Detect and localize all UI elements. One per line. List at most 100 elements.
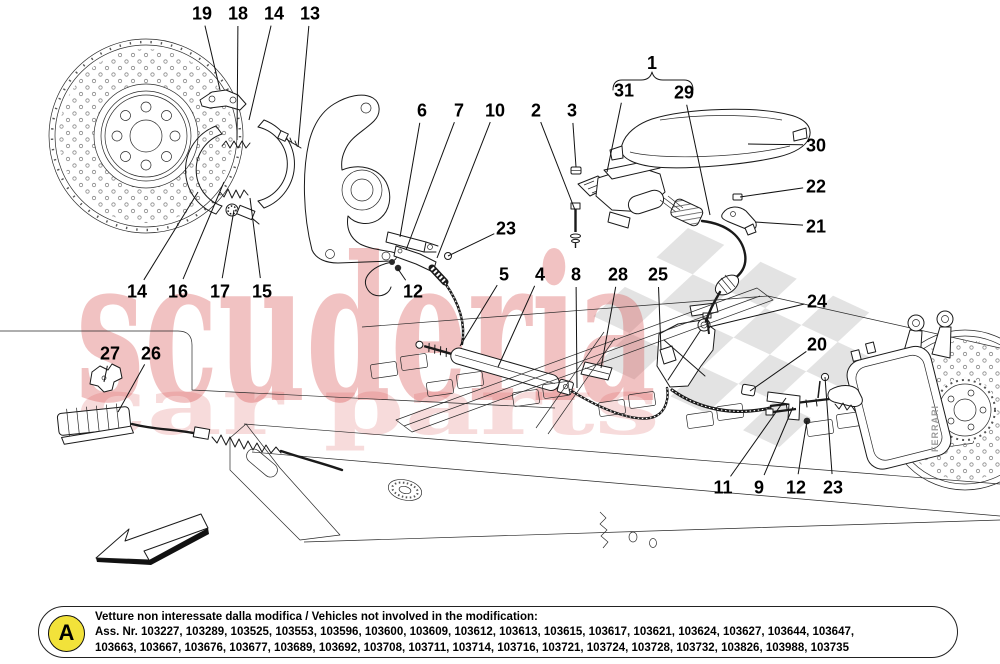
leader-line (399, 122, 421, 238)
rear-brake-assembly: FERRARI (765, 310, 1000, 491)
leader-line (249, 197, 261, 279)
leader-line (103, 365, 108, 383)
callout-4: 4 (535, 265, 545, 285)
flag-cell (656, 228, 725, 275)
bolt-2 (570, 202, 581, 248)
equalizer-bar (415, 340, 574, 396)
chassis-frame (229, 287, 1000, 549)
callout-24: 24 (807, 292, 827, 312)
leader-line (248, 25, 272, 121)
callout-18: 18 (228, 4, 248, 24)
callout-5: 5 (499, 265, 509, 285)
watermark-word-2: car parts (76, 359, 660, 453)
caliper-lever-hardware (765, 372, 863, 425)
leader-line (763, 406, 794, 476)
watermark: scuderia car parts (76, 213, 660, 453)
callout-14: 14 (264, 4, 284, 24)
cable-clamp-20 (741, 383, 756, 397)
leader-line (600, 286, 617, 369)
note-marker-a: A (48, 615, 85, 652)
callout-16: 16 (168, 282, 188, 302)
handbrake-cover (609, 108, 811, 169)
leader-line (204, 25, 221, 91)
leader-line (182, 181, 225, 280)
banjo-hose (365, 261, 393, 297)
callout-14: 14 (127, 282, 147, 302)
leader-line (540, 121, 576, 211)
bolt-13 (277, 130, 302, 149)
flag-cell (728, 261, 797, 309)
leader-line (397, 268, 407, 281)
callout-11: 11 (713, 478, 732, 498)
callout-1: 1 (647, 53, 657, 73)
leader-line (754, 221, 804, 226)
shoe-lever (199, 89, 247, 111)
callout-15: 15 (252, 282, 272, 302)
leader-line (797, 420, 808, 475)
callout-23: 23 (496, 219, 516, 239)
leader-line (747, 143, 804, 146)
callout-19: 19 (192, 4, 212, 24)
leader-line (447, 233, 495, 257)
callout-31: 31 (614, 81, 634, 101)
left-cable-assembly (365, 245, 465, 346)
wheel-knuckle (303, 94, 439, 264)
callout-2: 2 (531, 101, 541, 121)
caliper-brand-text: FERRARI (930, 405, 940, 452)
leader-line (297, 25, 310, 148)
leader-line (221, 209, 235, 279)
inset-border (0, 330, 556, 409)
watermark-word-1: scuderia (76, 213, 656, 448)
callout-25: 25 (648, 265, 668, 285)
callout-26: 26 (141, 344, 161, 364)
leader-line (658, 286, 662, 351)
callout-9: 9 (754, 478, 764, 498)
leader-line (749, 351, 807, 392)
callout-21: 21 (806, 217, 826, 237)
leader-line (143, 191, 199, 281)
callout-20: 20 (807, 335, 827, 355)
note-box: A Vetture non interessate dalla modifica… (38, 606, 958, 658)
leader-line (497, 285, 536, 368)
note-line-3: 103663, 103667, 103676, 103677, 103689, … (95, 641, 849, 654)
callout-8: 8 (571, 265, 581, 285)
leader-line (117, 364, 146, 413)
leader-line (436, 121, 491, 259)
note-text: Vetture non interessate dalla modifica /… (95, 610, 854, 656)
flag-cell (743, 400, 811, 448)
front-brake-disc (48, 38, 244, 234)
group-bracket-1 (612, 71, 694, 91)
callout-13: 13 (300, 4, 320, 24)
cable-bracket-21 (721, 193, 757, 236)
leader-line (236, 25, 239, 141)
callout-6: 6 (417, 101, 427, 121)
leader-line (575, 286, 578, 389)
flag-cell (801, 295, 870, 342)
leader-line (405, 121, 455, 251)
bolt-9 (765, 408, 774, 416)
leader-line (730, 397, 787, 477)
callout-28: 28 (608, 265, 628, 285)
callout-22: 22 (806, 177, 826, 197)
flag-cell (593, 286, 662, 334)
nut-12-left (394, 264, 402, 272)
leader-line (824, 376, 833, 475)
callout-10: 10 (485, 101, 505, 121)
direction-arrow (95, 513, 209, 565)
callout-17: 17 (210, 282, 230, 302)
callout-27: 27 (100, 344, 120, 364)
leader-line (739, 187, 804, 198)
callout-3: 3 (567, 101, 577, 121)
note-heading: Vetture non interessate dalla modifica /… (95, 611, 538, 623)
flag-cell (733, 308, 802, 355)
callout-23: 23 (823, 478, 843, 498)
shoe-adjuster (225, 203, 260, 225)
callout-29: 29 (674, 83, 694, 103)
callout-12: 12 (786, 478, 806, 498)
leader-line (459, 284, 498, 347)
callout-12: 12 (403, 282, 423, 302)
leader-line (708, 303, 805, 328)
leader-line (686, 104, 711, 216)
